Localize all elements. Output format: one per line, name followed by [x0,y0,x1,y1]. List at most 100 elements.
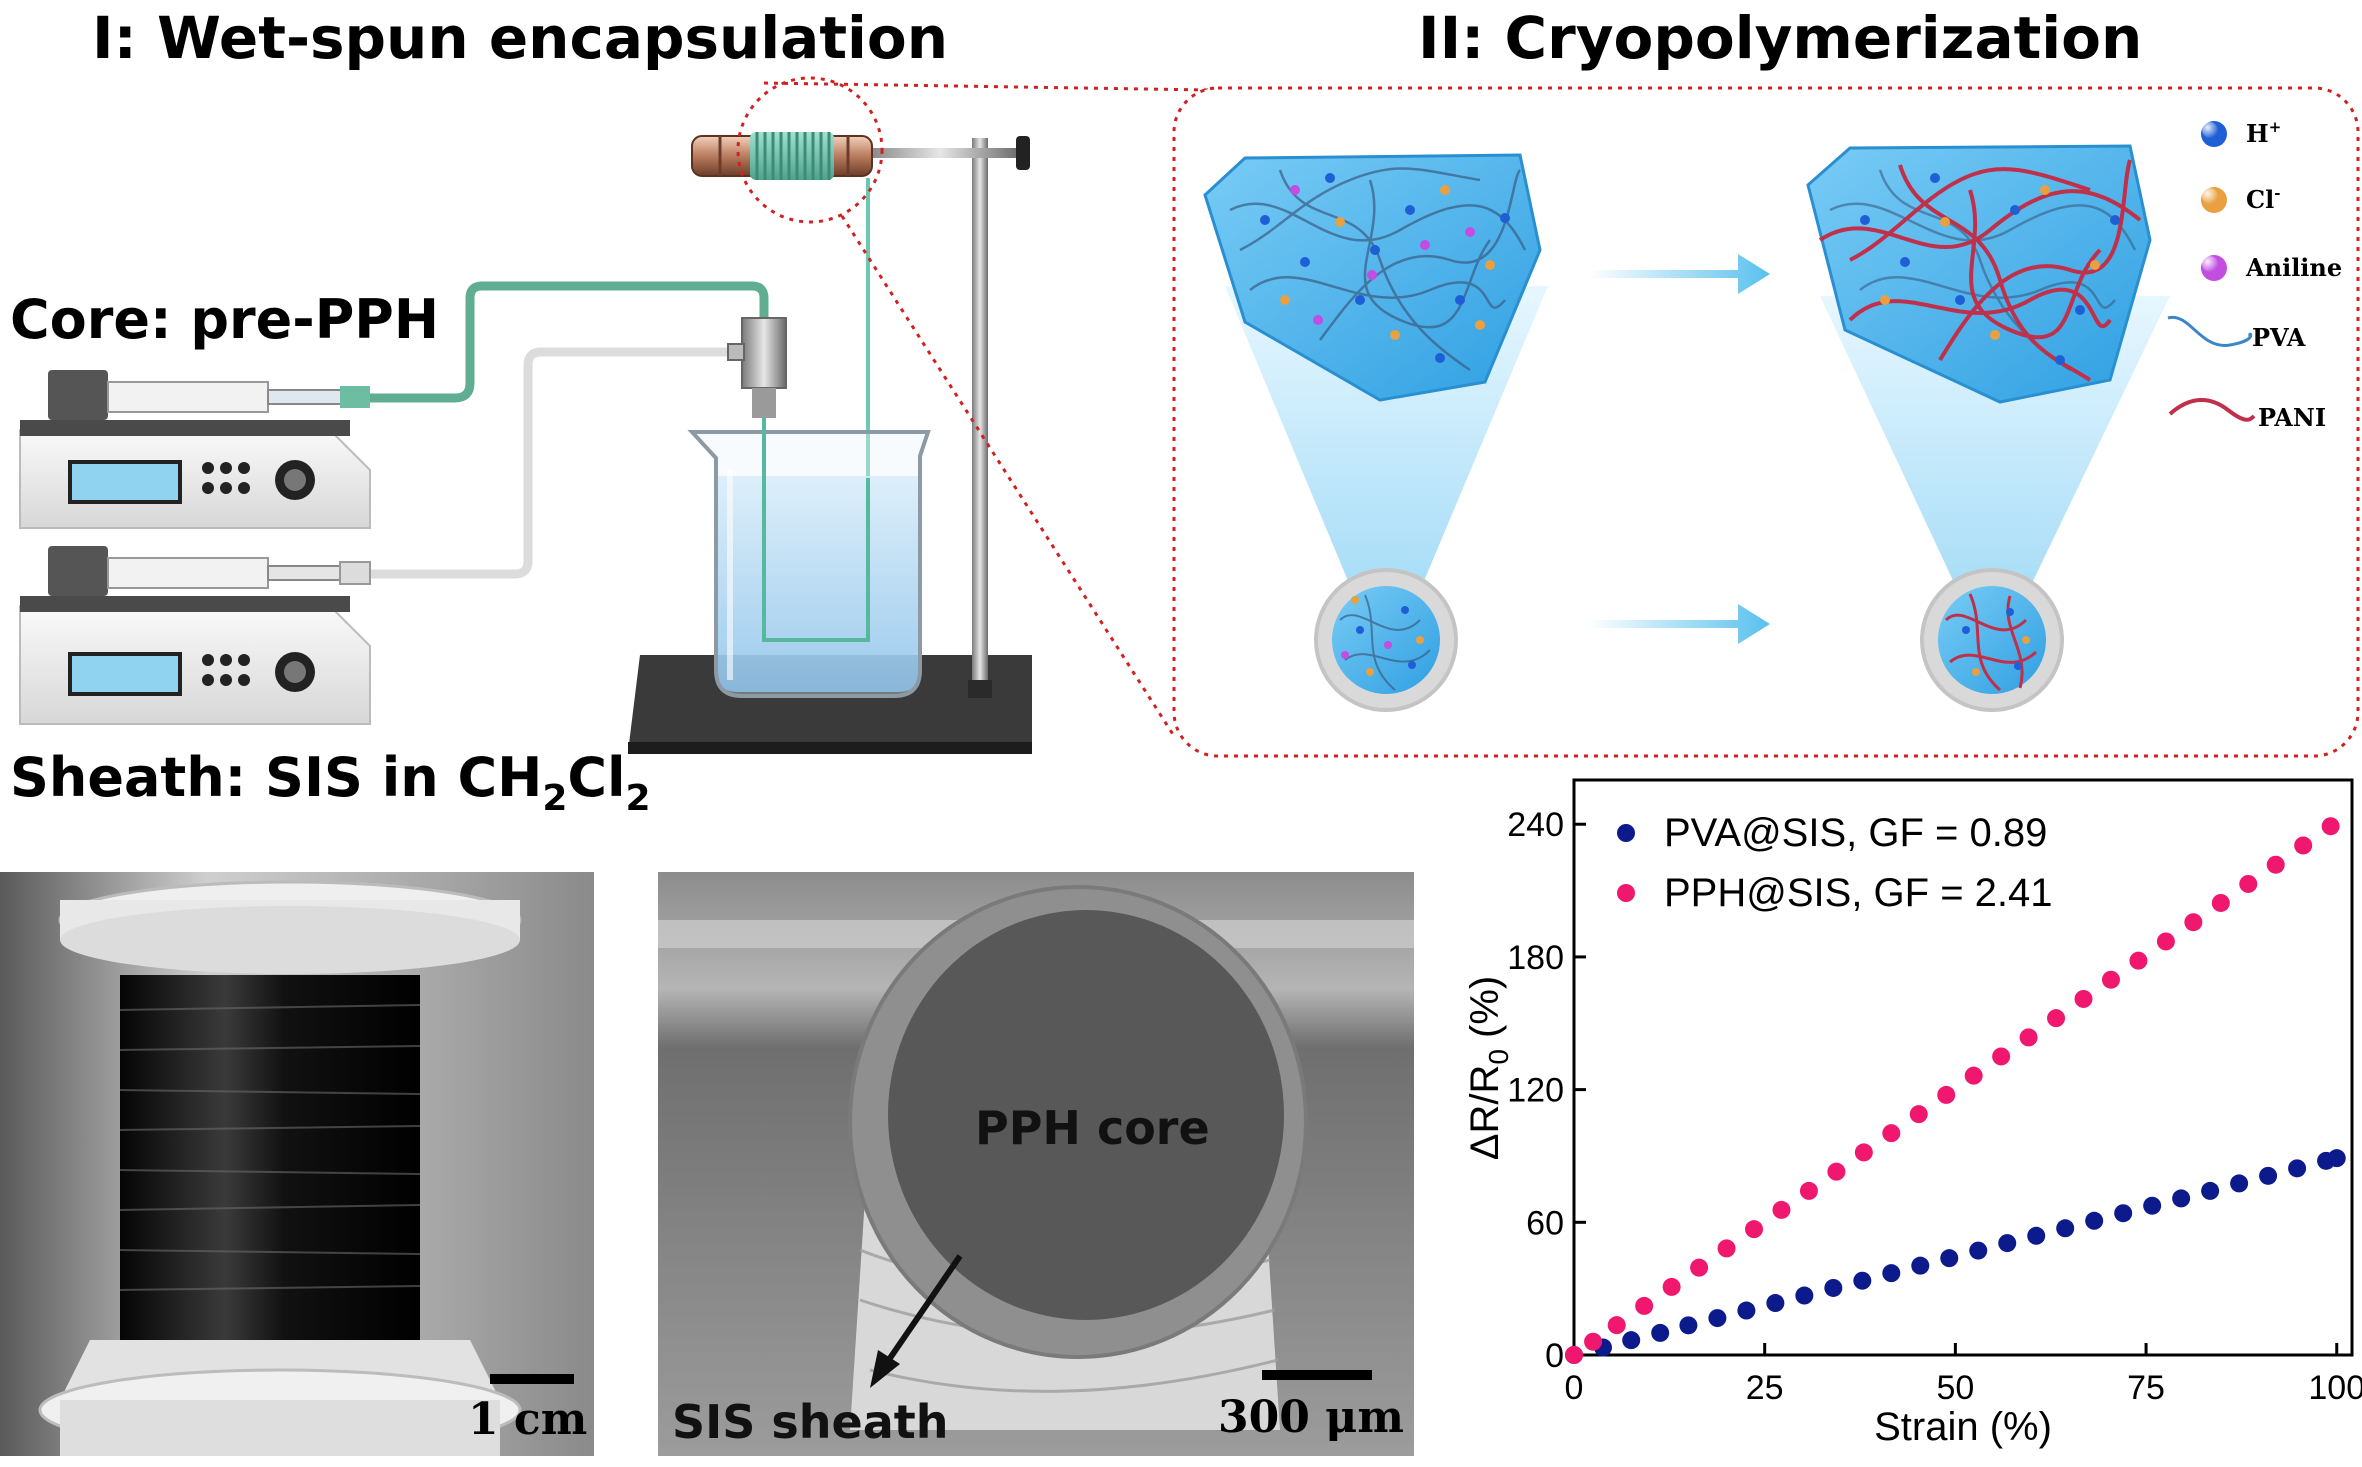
pva-sis-point [2143,1196,2162,1215]
pva-sis-point [2172,1189,2191,1208]
pph-sis-point [1772,1200,1791,1219]
coagulation-beaker [687,418,931,698]
y-tick-label: 60 [1526,1204,1564,1242]
pph-sis-point [1565,1346,1583,1364]
pva-sis-point [2201,1181,2220,1200]
spool-scale-label: 1 cm [468,1394,587,1445]
ion-particles [1260,173,1510,363]
pva-sis-point [1679,1316,1698,1335]
chart-x-axis-label: Strain (%) [1874,1405,2052,1449]
legend-pva: PVA [2252,323,2306,352]
y-tick-label: 120 [1507,1072,1564,1110]
magnified-circle-before [1314,568,1458,712]
pva-sis-point [2056,1219,2075,1238]
pph-sis-point [2074,989,2093,1008]
syringe-plunger [267,389,349,405]
pph-sis-point [2101,970,2120,989]
process-arrow-bottom [1588,604,1770,644]
pva-sis-point [1766,1294,1785,1313]
pph-sis-point [1607,1316,1626,1335]
coaxial-spinneret [727,317,787,418]
pph-sis-point [1992,1047,2011,1066]
pph-sis-point [2184,913,2203,932]
legend-label-pva-sis: PVA@SIS, GF = 0.89 [1664,811,2047,855]
pva-sis-point [1911,1256,1930,1275]
pph-sis-point [2239,874,2258,893]
spool-photo: 1 cm [0,872,594,1456]
sheath-label: Sheath: SIS in CH2Cl2 [10,746,651,819]
pph-sis-point [1854,1143,1873,1162]
pva-sis-point [2327,1149,2346,1168]
pph-sis-point [1690,1258,1709,1277]
pva-sis-point [2230,1174,2249,1193]
pph-sis-point [1745,1220,1764,1239]
pph-sis-point [1909,1105,1928,1124]
pump-clamp [48,370,108,420]
pva-sis-point [1940,1249,1959,1268]
section1-title: I: Wet-spun encapsulation [92,4,948,72]
pph-sis-point [2266,855,2285,874]
pani-chains [1818,159,2142,382]
pva-sis-point [1882,1264,1901,1283]
pph-sis-point [1662,1277,1681,1296]
pph-sis-point [1635,1296,1654,1315]
x-tick-label: 25 [1746,1369,1784,1407]
pph-sis-point [2294,836,2313,855]
pump-rail [20,596,350,612]
pph-sis-point [2019,1028,2038,1047]
syringe-barrel [107,381,269,413]
pva-sis-point [1998,1234,2017,1253]
y-tick-label: 0 [1545,1337,1564,1375]
pva-sis-point [1737,1301,1756,1320]
pva-sis-point [2288,1159,2307,1178]
pva-sis-point [2259,1166,2278,1185]
magnified-circle-after [1920,568,2064,712]
legend-chloride: Cl- [2246,184,2280,214]
chart-legend: PVA@SIS, GF = 0.89 PPH@SIS, GF = 2.41 [1617,811,2053,915]
pph-sis-point [1827,1162,1846,1181]
sem-core-disc [888,910,1284,1320]
zoom-guide-bottom [840,215,1176,737]
pph-sis-point [2156,932,2175,951]
pva-sis-point [1622,1331,1641,1350]
pva-sis-point [2027,1226,2046,1245]
x-tick-label: 100 [2308,1369,2362,1407]
pva-sis-point [1969,1241,1988,1260]
x-tick-label: 75 [2127,1369,2165,1407]
pva-sis-point [1853,1271,1872,1290]
process-arrow-top [1588,254,1770,294]
sem-core-label: PPH core [975,1101,1210,1155]
pva-sis-point [1824,1278,1843,1297]
gel-block-before [1203,153,1542,402]
collector-roller [691,132,873,180]
pva-sis-point [1795,1286,1814,1305]
pva-sis-point [2085,1211,2104,1230]
pph-sis-point [2129,951,2148,970]
y-tick-label: 180 [1507,939,1564,977]
pph-sis-point [1937,1085,1956,1104]
pani-legend-icon [2168,397,2256,422]
syringe-plunger [267,565,349,581]
sem-photo: PPH core SIS sheath 300 μm [658,872,1414,1456]
legend-proton: H+ [2246,118,2281,148]
spool-scale-bar [490,1374,574,1384]
pump-display [68,460,182,504]
pva-sis-point [1651,1323,1670,1342]
stand-rod [972,138,988,698]
pph-sis-point [2211,893,2230,912]
species-legend: H+ Cl- Aniline PVA PANI [2167,118,2342,432]
zoom-guide-top [763,81,1209,92]
syringe-barrel [107,557,269,589]
pph-sis-point [1717,1239,1736,1258]
sem-scale-bar [1262,1370,1372,1380]
pva-sis-point [2114,1204,2133,1223]
sem-sheath-label: SIS sheath [672,1395,949,1449]
pump-display [68,652,182,696]
pph-sis-point [1964,1066,1983,1085]
wound-fiber [120,975,420,1340]
pph-sis-point [1882,1124,1901,1143]
pph-sis-point [2047,1009,2066,1028]
